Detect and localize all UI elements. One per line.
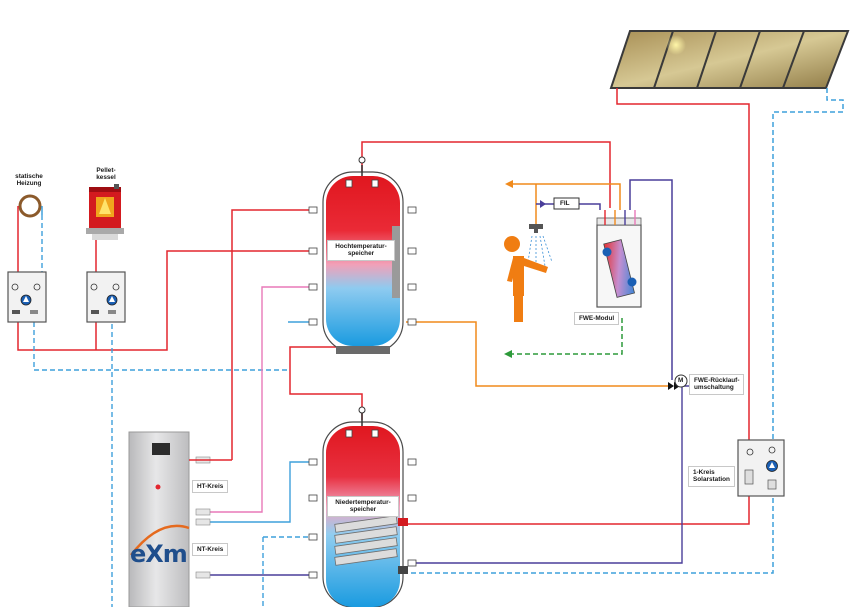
filter-label: FIL (560, 200, 570, 207)
fwe-module (596, 210, 642, 308)
solar-station (737, 439, 785, 497)
ht-storage-label: Hochtemperatur- speicher (327, 240, 395, 261)
nt-circuit-label: NT-Kreis (192, 543, 229, 557)
exm-logo: eXm (130, 540, 188, 568)
solar-station-label: 1-Kreis Solarstation (688, 466, 735, 487)
static-heating-radiator (17, 194, 43, 218)
flow-arrows (504, 180, 680, 390)
pellet-boiler-label: Pellet- kessel (96, 167, 116, 182)
solar-collector (609, 30, 850, 89)
pellet-boiler (86, 184, 124, 240)
fwe-return-switch-motor (674, 374, 688, 388)
solar-piping (408, 88, 844, 574)
fwe-piping (406, 179, 700, 387)
solar-heat-exchanger-coil (334, 515, 408, 574)
tank-valves (308, 179, 417, 579)
filter-fitting (540, 197, 580, 210)
motor-label: M (678, 377, 684, 384)
nt-storage-label: Niedertemperatur- speicher (327, 496, 399, 517)
fwe-module-label: FWE-Modul (574, 312, 620, 326)
shower-user-illustration (504, 224, 553, 322)
high-temperature-tank (322, 156, 404, 354)
ht-circuit-label: HT-Kreis (192, 480, 229, 494)
fwe-return-switch-label: FWE-Rücklauf- umschaltung (689, 374, 745, 395)
exm-heating-unit (128, 431, 232, 607)
pump-station-static-heating (7, 271, 47, 323)
pump-station-pellet (86, 271, 126, 323)
static-heating-label: statische Heizung (15, 173, 43, 188)
